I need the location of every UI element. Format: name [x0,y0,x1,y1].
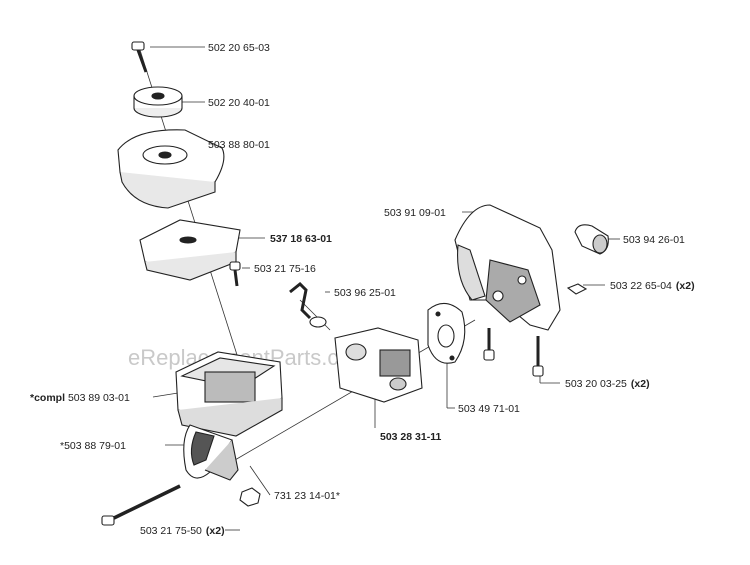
part-handle [183,424,239,481]
callout-503-21-75-50-number: 503 21 75-50 [140,525,202,537]
part-washer [566,283,588,295]
callout-503-94-26-01: 503 94 26-01 [623,234,685,246]
part-nut [239,487,261,507]
part-air-cover [117,129,225,209]
callout-503-20-03-25-qty: (x2) [631,378,650,390]
callout-503-22-65-04-number: 503 22 65-04 [610,280,672,292]
part-shroud [454,204,561,331]
callout-503-20-03-25: 503 20 03-25 (x2) [565,378,650,390]
callout-503-96-25-01: 503 96 25-01 [334,287,396,299]
callout-502-20-65-03: 502 20 65-03 [208,42,270,54]
part-knob [133,86,183,118]
part-mid-bolt [483,328,544,377]
callout-503-91-09-01: 503 91 09-01 [384,207,446,219]
callout-731-23-14-01: 731 23 14-01* [274,490,340,502]
part-air-housing [175,351,283,437]
part-bolt-top [131,41,148,73]
part-long-bolt [101,484,181,526]
callout-503-88-79-01: *503 88 79-01 [60,440,126,452]
callout-503-49-71-01: 503 49 71-01 [458,403,520,415]
part-choke-rod [289,281,327,328]
callout-503-28-31-11: 503 28 31-11 [380,431,441,443]
callout-prefix-compl: *compl [30,392,68,404]
callout-502-20-40-01: 502 20 40-01 [208,97,270,109]
callout-labels: 502 20 65-03 502 20 40-01 503 88 80-01 5… [30,42,695,537]
callout-503-21-75-50: 503 21 75-50 (x2) [140,525,225,537]
part-air-filter [139,219,241,281]
callout-503-89-03-01: *compl 503 89 03-01 [30,392,130,404]
callout-503-22-65-04-qty: (x2) [676,280,695,292]
part-gasket [427,302,466,364]
callout-503-88-80-01: 503 88 80-01 [208,139,270,151]
callout-503-89-03-01-number: 503 89 03-01 [68,392,130,404]
callout-503-21-75-50-qty: (x2) [206,525,225,537]
part-carburetor [334,327,423,403]
part-bushing [574,224,609,255]
callout-503-22-65-04: 503 22 65-04 (x2) [610,280,695,292]
callout-503-21-75-16: 503 21 75-16 [254,263,316,275]
callout-537-18-63-01: 537 18 63-01 [270,233,332,245]
callout-503-20-03-25-number: 503 20 03-25 [565,378,627,390]
part-small-screw [229,261,241,287]
